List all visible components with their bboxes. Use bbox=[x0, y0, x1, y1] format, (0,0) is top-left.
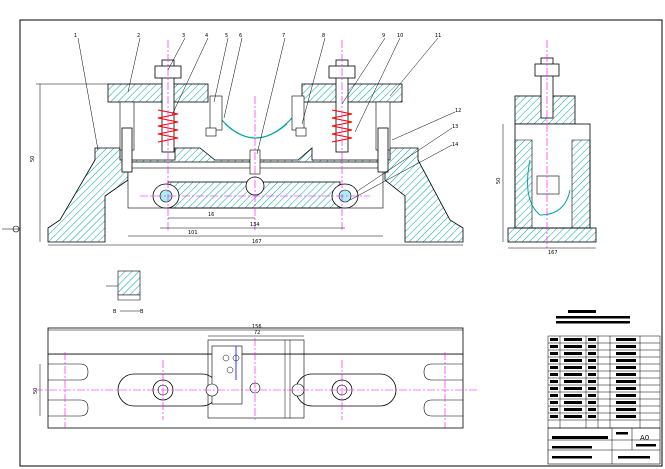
balloon-13: 13 bbox=[452, 124, 458, 130]
balloon-4: 4 bbox=[205, 33, 208, 39]
detail-part bbox=[117, 270, 141, 296]
detail-view: B B bbox=[106, 270, 144, 315]
right-spring bbox=[331, 109, 353, 143]
side-right-wall bbox=[571, 139, 591, 229]
drawing-border bbox=[19, 19, 663, 467]
workpiece-arc-inner bbox=[224, 123, 288, 139]
top-dimension-lines bbox=[39, 329, 463, 416]
top-small-hole-3 bbox=[226, 366, 234, 374]
balloon-6: 6 bbox=[239, 33, 242, 39]
left-support bbox=[209, 95, 223, 131]
side-pivot-block bbox=[536, 175, 560, 195]
right-slot-upper bbox=[423, 363, 463, 381]
balloon-1: 1 bbox=[74, 33, 77, 39]
balloon-labels: 1 2 3 4 5 6 7 8 9 10 11 12 13 14 bbox=[74, 33, 461, 148]
side-base bbox=[507, 227, 597, 243]
right-slot-lower bbox=[423, 399, 463, 417]
left-locating-pin bbox=[121, 127, 133, 173]
balloon-10: 10 bbox=[397, 33, 403, 39]
top-view: 156 72 50 bbox=[33, 324, 478, 429]
right-support bbox=[291, 95, 305, 131]
right-locating-pin bbox=[377, 127, 389, 173]
frame-center-circle bbox=[12, 225, 20, 233]
left-slot-lower bbox=[48, 399, 89, 417]
balloon-14: 14 bbox=[452, 142, 458, 148]
tech-req-line-2 bbox=[556, 321, 630, 324]
front-view bbox=[36, 37, 464, 246]
right-clamp-arm bbox=[301, 83, 403, 103]
dim-front-d5: 167 bbox=[252, 239, 262, 245]
balloon-12: 12 bbox=[455, 108, 461, 114]
top-upper-edge bbox=[47, 327, 464, 355]
balloon-3: 3 bbox=[182, 33, 185, 39]
parts-list-text-blocks bbox=[550, 338, 636, 418]
front-dimension-lines bbox=[36, 83, 463, 246]
base-body bbox=[47, 147, 464, 243]
left-slot-upper bbox=[48, 363, 89, 381]
balloon-8: 8 bbox=[322, 33, 325, 39]
left-clamp-arm bbox=[107, 83, 209, 103]
side-left-wall bbox=[514, 139, 533, 229]
dim-top-d3: 50 bbox=[33, 388, 39, 394]
side-view: 50 167 bbox=[496, 40, 597, 256]
dim-front-d1: 16 bbox=[208, 212, 214, 218]
parts-list bbox=[547, 335, 661, 429]
tech-req-heading bbox=[568, 310, 596, 313]
top-center-block bbox=[207, 339, 305, 419]
top-small-hole-1 bbox=[222, 354, 230, 362]
balloon-7: 7 bbox=[282, 33, 285, 39]
side-workpiece-curve bbox=[527, 159, 571, 216]
balloon-2: 2 bbox=[137, 33, 140, 39]
left-small-nut bbox=[205, 127, 217, 137]
dim-front-d3: 134 bbox=[250, 222, 260, 228]
left-spring bbox=[157, 109, 179, 143]
front-dimensions: 16 134 101 167 50 bbox=[30, 156, 262, 245]
dim-front-height: 50 bbox=[30, 156, 36, 162]
detail-label-b: B bbox=[140, 309, 144, 315]
side-dimension-lines bbox=[502, 124, 596, 249]
right-small-nut bbox=[295, 127, 307, 137]
balloon-11: 11 bbox=[435, 33, 441, 39]
leader-lines bbox=[77, 37, 456, 201]
balloon-5: 5 bbox=[225, 33, 228, 39]
technical-requirements bbox=[556, 310, 630, 324]
dim-top-d2: 72 bbox=[254, 330, 260, 336]
balloon-9: 9 bbox=[382, 33, 385, 39]
detail-label-a: B bbox=[113, 309, 117, 315]
dim-side-width: 167 bbox=[548, 250, 558, 256]
dim-front-d2: 101 bbox=[188, 230, 198, 236]
title-block: A0 bbox=[547, 427, 661, 465]
top-clamp-body bbox=[211, 345, 243, 405]
dim-top-d1: 156 bbox=[252, 324, 262, 330]
sheet-size-label: A0 bbox=[640, 434, 649, 442]
detail-lip bbox=[117, 294, 141, 301]
workpiece-arc bbox=[219, 117, 293, 139]
tech-req-line-1 bbox=[556, 316, 630, 319]
dim-side-height: 50 bbox=[496, 178, 502, 184]
